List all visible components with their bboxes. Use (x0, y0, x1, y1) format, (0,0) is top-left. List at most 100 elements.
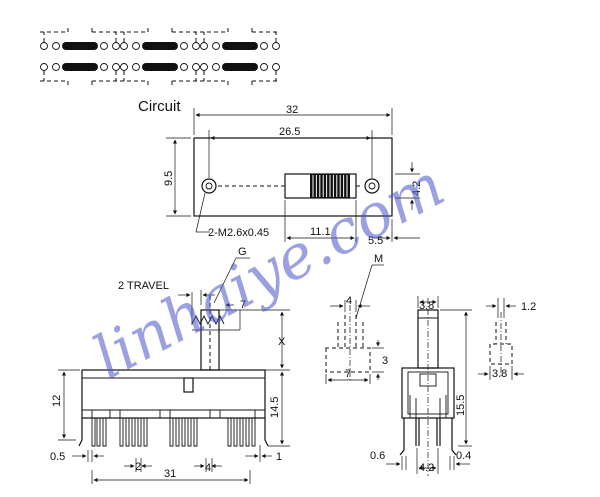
actuator-serration (191, 314, 225, 326)
body-window (183, 377, 194, 393)
circuit-link-right (91, 71, 120, 87)
solder-pin (143, 418, 148, 447)
knob-ribs (312, 175, 348, 197)
circuit-contact (52, 42, 60, 50)
circuit-slider (142, 42, 178, 50)
dim-pin-pitch: 2 (135, 461, 141, 473)
circuit-link-left (200, 26, 229, 42)
top-view: 32 26.5 9.5 4.2 11.1 5.5 2-M2.6x0.45 (163, 104, 423, 247)
solder-pin (102, 418, 107, 447)
circuit-link-right (171, 26, 200, 42)
circuit-slider (222, 63, 258, 71)
actuator-base-width: 7 (345, 368, 351, 380)
dim-height: 9.5 (163, 171, 175, 186)
circuit-contact (120, 63, 128, 71)
actuator-base-height: 3 (382, 355, 388, 367)
pin-detail-tip (495, 322, 507, 344)
side-mounting-legs (399, 418, 457, 456)
solder-pin (91, 418, 96, 447)
solder-pin (125, 418, 130, 447)
circuit-link-left (120, 26, 149, 42)
solder-pin (233, 418, 238, 447)
side-view: 3.8 15.5 0.6 4.2 0.4 (370, 296, 472, 476)
screw-spec-label: 2-M2.6x0.45 (208, 227, 269, 239)
side-pins (415, 418, 441, 446)
actuator-detail-tip (344, 315, 357, 348)
pin-detail-base (489, 343, 513, 365)
circuit-contact (260, 63, 268, 71)
solder-pin (245, 418, 250, 447)
circuit-contact (272, 63, 280, 71)
circuit-link-left (120, 71, 149, 87)
travel-label: 2 TRAVEL (118, 280, 169, 292)
dim-overall-height: 14.5 (269, 397, 281, 418)
dim-body-height: 12 (51, 395, 63, 407)
side-pin-thickness: 0.4 (456, 450, 471, 462)
circuit-contact (100, 42, 108, 50)
dim-hole-spacing: 26.5 (279, 126, 300, 138)
circuit-contact (180, 63, 188, 71)
circuit-contact (200, 42, 208, 50)
circuit-contact (272, 42, 280, 50)
watermark-text: linhaiye.com (82, 150, 455, 393)
dim-x: X (278, 336, 286, 348)
left-mounting-hole (201, 178, 217, 194)
dim-pin-length: 31 (164, 468, 176, 480)
circuit-contact (120, 42, 128, 50)
side-pin-width: 0.6 (370, 450, 385, 462)
solder-pin (193, 418, 198, 447)
m-label: M (374, 253, 383, 265)
actuator-detail-base (325, 347, 371, 373)
front-pins (91, 418, 256, 447)
solder-pin (119, 418, 124, 447)
circuit-contact (180, 42, 188, 50)
mounting-legs (78, 418, 269, 447)
circuit-contact (52, 63, 60, 71)
solder-pin (175, 418, 180, 447)
side-overall-height: 15.5 (455, 395, 467, 416)
circuit-link-left (40, 71, 69, 87)
circuit-schematic (40, 26, 280, 87)
circuit-link-right (91, 26, 120, 42)
circuit-contact (132, 63, 140, 71)
circuit-link-left (40, 26, 69, 42)
circuit-contact (192, 42, 200, 50)
circuit-contact (192, 63, 200, 71)
solder-pin (239, 418, 244, 447)
circuit-link-right (171, 71, 200, 87)
circuit-link-right (251, 71, 280, 87)
circuit-contact (112, 42, 120, 50)
side-actuator-width: 3.8 (419, 300, 434, 312)
dim-pin-offset: 0.5 (50, 451, 65, 463)
circuit-contact (212, 63, 220, 71)
actuator-tip-width: 4 (346, 295, 352, 307)
solder-pin (251, 418, 256, 447)
solder-pin (227, 418, 232, 447)
solder-pin (187, 418, 192, 447)
circuit-contact (112, 63, 120, 71)
solder-pin (137, 418, 142, 447)
pin-base-width: 3.8 (492, 368, 507, 380)
circuit-slider (62, 63, 98, 71)
circuit-contact (200, 63, 208, 71)
solder-pin (169, 418, 174, 447)
circuit-link-left (200, 71, 229, 87)
circuit-contact (40, 63, 48, 71)
dim-slot-height: 4.2 (411, 181, 423, 196)
circuit-contact (100, 63, 108, 71)
solder-pin (96, 418, 101, 447)
pin-detail: 1.2 3.8 (478, 298, 536, 380)
circuit-contact (40, 42, 48, 50)
front-contact-housing (91, 409, 256, 418)
circuit-caption: Circuit (138, 98, 181, 115)
circuit-slider (142, 63, 178, 71)
circuit-link-right (251, 26, 280, 42)
g-label: G (238, 246, 247, 258)
solder-pin (181, 418, 186, 447)
side-pin-spacing: 4.2 (419, 462, 434, 474)
circuit-contact (212, 42, 220, 50)
circuit-slider (222, 42, 258, 50)
dim-actuator-width: 7 (240, 299, 246, 311)
